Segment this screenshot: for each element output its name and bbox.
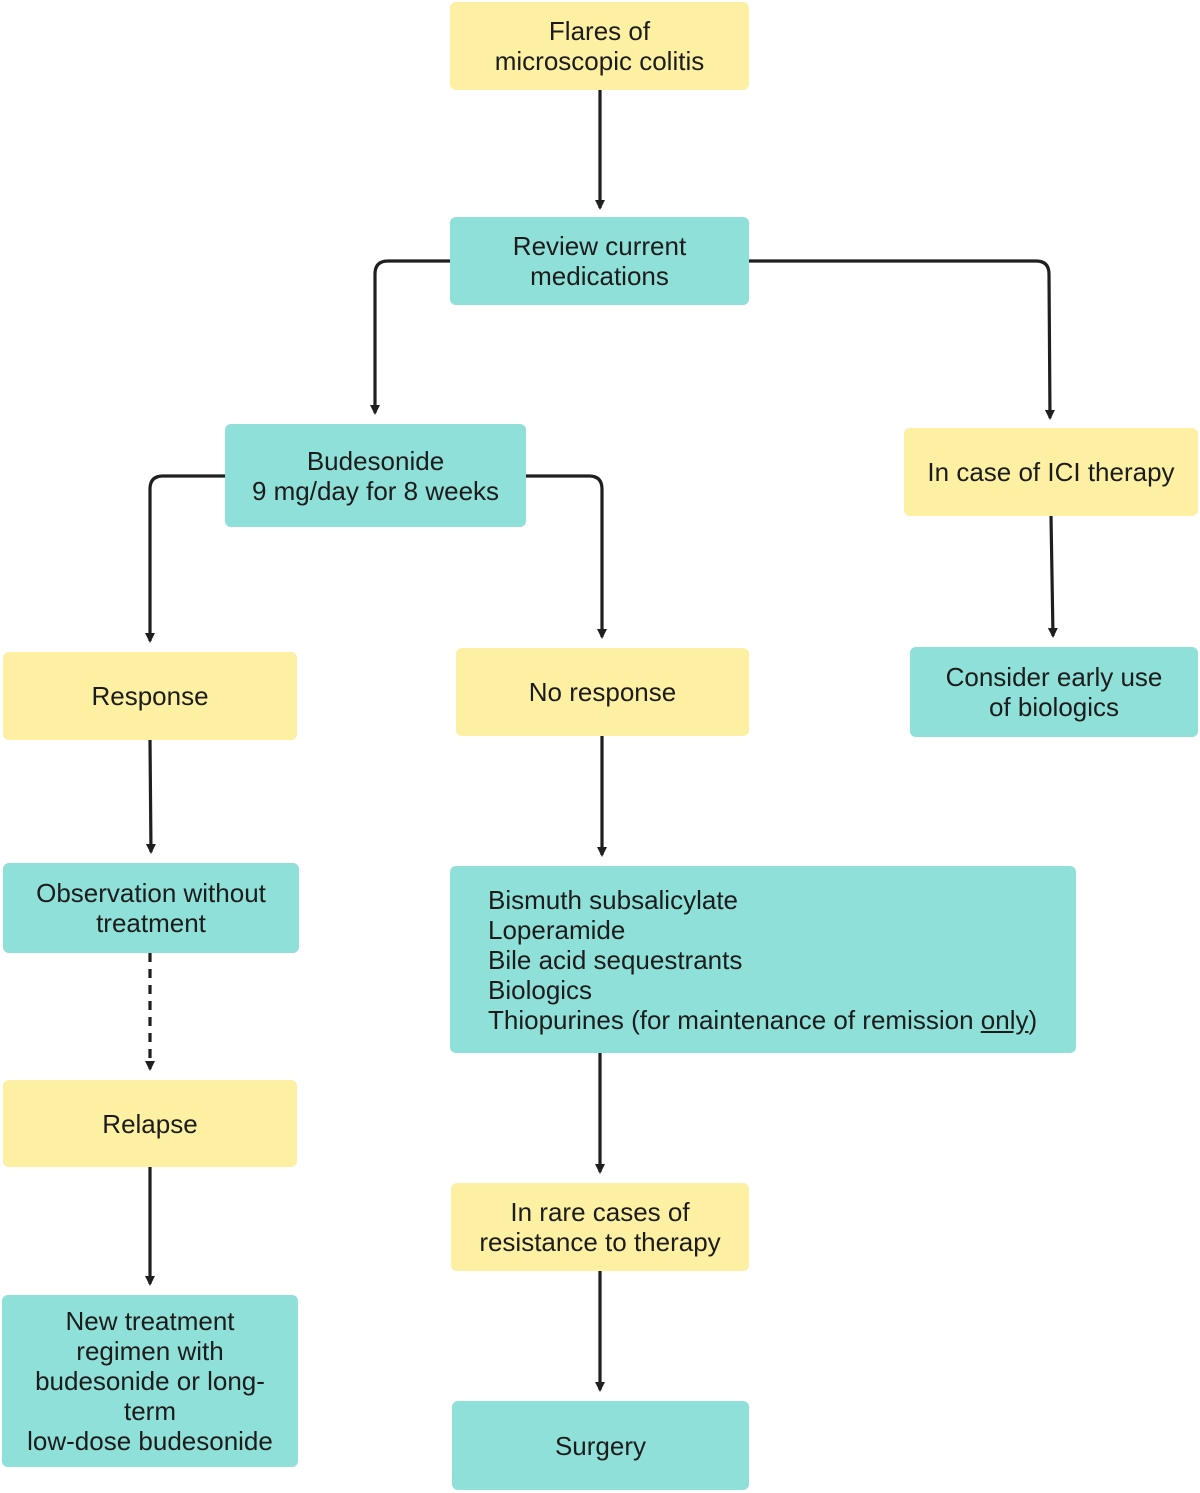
node-relapse-line-1: Relapse	[102, 1108, 198, 1139]
node-review-line-2: medications	[530, 261, 669, 291]
alt-item-bismuth: Bismuth subsalicylate	[488, 884, 738, 915]
node-flares-line-1: Flares of	[548, 16, 651, 46]
node-resistance-line-1: In rare cases of	[510, 1197, 690, 1227]
node-review-medications: Review current medications	[450, 217, 749, 305]
node-ici-therapy: In case of ICI therapy	[904, 428, 1198, 516]
alt-item-loperamide: Loperamide	[488, 914, 626, 945]
alt-thiopurines-emphasis: only	[980, 1004, 1029, 1035]
node-consider-biologics: Consider early use of biologics	[910, 647, 1198, 737]
arrow-ici-to-biologics	[1047, 515, 1058, 638]
node-new-regimen-line-4: term	[124, 1396, 176, 1426]
arrow-budesonide-to-response	[145, 474, 225, 643]
node-review-line-1: Review current	[512, 231, 687, 261]
node-ici-line-1: In case of ICI therapy	[927, 457, 1175, 487]
node-no-response-line-1: No response	[528, 677, 677, 707]
node-budesonide-line-1: Budesonide	[306, 445, 445, 476]
node-response-line-1: Response	[91, 681, 209, 711]
node-resistance-line-2: resistance to therapy	[479, 1227, 721, 1257]
arrow-review-to-ici	[749, 259, 1055, 420]
node-flares-line-2: microscopic colitis	[494, 46, 705, 76]
node-flares: Flares of microscopic colitis	[450, 2, 749, 90]
node-surgery: Surgery	[452, 1401, 749, 1490]
alt-item-thiopurines: Thiopurines (for maintenance of remissio…	[488, 1005, 1037, 1035]
node-budesonide: Budesonide 9 mg/day for 8 weeks	[225, 424, 526, 527]
node-surgery-line-1: Surgery	[554, 1430, 647, 1461]
arrow-budesonide-to-no-response	[526, 474, 607, 639]
alt-item-biologics: Biologics	[488, 974, 593, 1005]
node-biologics-line-2: of biologics	[988, 692, 1120, 722]
node-resistance: In rare cases of resistance to therapy	[451, 1183, 749, 1271]
arrow-response-to-observation	[145, 739, 156, 854]
node-biologics-line-1: Consider early use	[945, 662, 1163, 692]
node-new-regimen-line-2: regimen with	[76, 1336, 224, 1366]
arrow-review-to-budesonide	[370, 259, 450, 415]
node-alternative-treatments: Bismuth subsalicylate Loperamide Bile ac…	[450, 866, 1076, 1053]
node-no-response: No response	[456, 648, 749, 736]
node-observation: Observation without treatment	[3, 863, 299, 953]
node-new-regimen-line-5: low-dose budesonide	[27, 1426, 273, 1456]
node-observation-line-2: treatment	[96, 908, 206, 938]
node-response: Response	[3, 652, 297, 740]
alt-thiopurines-close: )	[1028, 1004, 1038, 1035]
alt-thiopurines-text: Thiopurines (for maintenance of remissio…	[488, 1004, 981, 1035]
node-observation-line-1: Observation without	[36, 878, 266, 908]
node-new-regimen-line-1: New treatment	[65, 1306, 235, 1336]
alt-item-bile-acid: Bile acid sequestrants	[488, 944, 743, 975]
node-budesonide-line-2: 9 mg/day for 8 weeks	[251, 475, 500, 506]
node-new-regimen-line-3: budesonide or long-	[35, 1366, 265, 1396]
node-new-regimen: New treatment regimen with budesonide or…	[2, 1295, 298, 1467]
node-relapse: Relapse	[3, 1080, 297, 1167]
